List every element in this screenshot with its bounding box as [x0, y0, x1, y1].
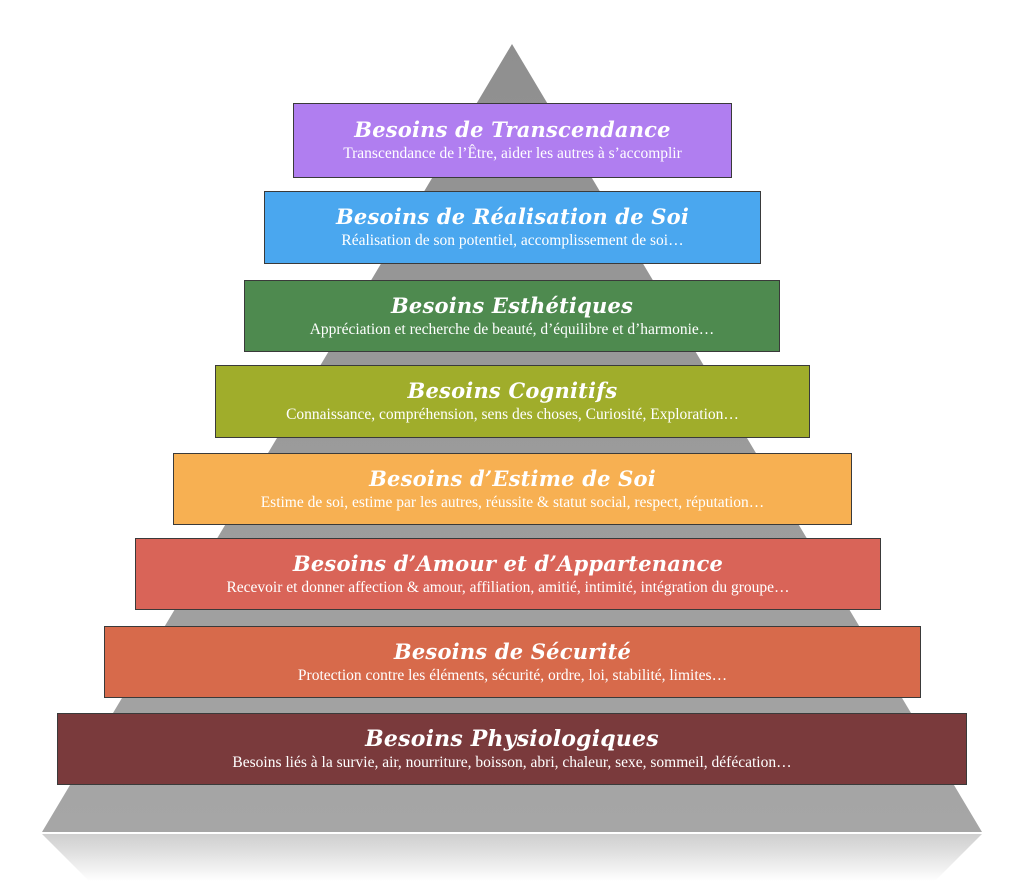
level-physiologiques: Besoins Physiologiques Besoins liés à la… — [57, 713, 967, 785]
level-description: Besoins liés à la survie, air, nourritur… — [232, 753, 792, 771]
level-amour-appartenance: Besoins d’Amour et d’Appartenance Recevo… — [135, 538, 881, 610]
level-description: Transcendance de l’Être, aider les autre… — [343, 145, 682, 162]
level-estime-de-soi: Besoins d’Estime de Soi Estime de soi, e… — [173, 453, 852, 525]
level-description: Protection contre les éléments, sécurité… — [297, 666, 728, 684]
level-title: Besoins de Transcendance — [354, 117, 671, 142]
level-title: Besoins de Sécurité — [393, 638, 632, 664]
level-title: Besoins Esthétiques — [390, 292, 634, 318]
level-title: Besoins d’Amour et d’Appartenance — [292, 550, 724, 576]
level-description: Appréciation et recherche de beauté, d’é… — [309, 320, 715, 338]
level-title: Besoins d’Estime de Soi — [369, 465, 656, 491]
level-esthetiques: Besoins Esthétiques Appréciation et rech… — [244, 280, 780, 352]
level-realisation-de-soi: Besoins de Réalisation de Soi Réalisatio… — [264, 191, 761, 264]
level-description: Connaissance, compréhension, sens des ch… — [286, 406, 739, 423]
level-title: Besoins de Réalisation de Soi — [335, 204, 690, 229]
level-title: Besoins Cognitifs — [407, 378, 618, 403]
level-transcendance: Besoins de Transcendance Transcendance d… — [293, 103, 732, 178]
level-title: Besoins Physiologiques — [365, 725, 659, 752]
level-cognitifs: Besoins Cognitifs Connaissance, compréhe… — [215, 365, 810, 438]
level-securite: Besoins de Sécurité Protection contre le… — [104, 626, 921, 698]
level-description: Estime de soi, estime par les autres, ré… — [260, 493, 765, 511]
pyramid-reflection — [42, 834, 982, 881]
level-description: Recevoir et donner affection & amour, af… — [226, 578, 790, 596]
level-description: Réalisation de son potentiel, accompliss… — [341, 232, 684, 249]
